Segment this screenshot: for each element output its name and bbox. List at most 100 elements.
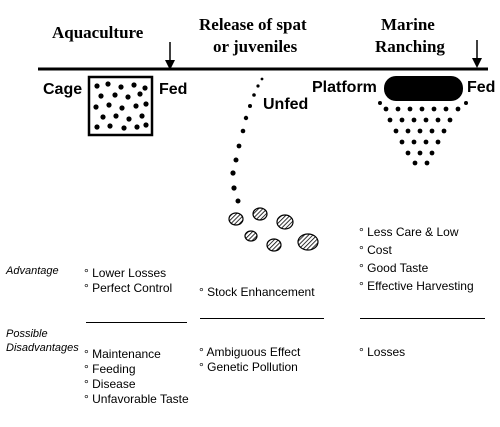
list-item: ° Less Care & Low	[359, 225, 459, 239]
cage-fish-dot	[142, 85, 148, 91]
feed-arrow-left	[165, 42, 175, 70]
ranching-fish-dot	[435, 139, 441, 145]
cage-fish-dot	[105, 81, 111, 87]
ranching-fish-dot	[441, 128, 447, 134]
list-item: ° Cost	[359, 243, 392, 257]
cage-fish-dot	[134, 124, 140, 130]
ranching-fish-dot	[387, 117, 393, 123]
list-item: ° Losses	[359, 345, 406, 359]
header-release-line2: or juveniles	[213, 37, 298, 56]
row-label-disadvantage-1: Possible	[6, 328, 48, 340]
cage-fish-dot	[93, 104, 99, 110]
cage-fish-dot	[98, 93, 104, 99]
release-dot	[252, 93, 256, 97]
cage-fish-dot	[137, 91, 143, 97]
release-trail-group	[228, 77, 319, 252]
juvenile-fish	[228, 212, 244, 226]
separator-marine	[360, 318, 485, 319]
ranching-fish-dot	[435, 117, 441, 123]
label-platform: Platform	[312, 79, 377, 96]
separator-aquaculture	[86, 322, 187, 323]
header-marine-line1: Marine	[381, 15, 435, 34]
release-dot	[243, 115, 249, 121]
cage-fish-dot	[94, 83, 100, 89]
aquaculture-advantages: ° Lower Losses ° Perfect Control	[84, 266, 172, 296]
release-dot	[240, 128, 246, 134]
ranching-fish-dot	[419, 106, 425, 112]
cage-fish-dot	[100, 114, 106, 120]
cage-fish-dot	[119, 105, 125, 111]
ranching-fish-dot	[383, 106, 389, 112]
cage-fish-dot	[106, 102, 112, 108]
list-item: ° Disease	[84, 377, 136, 391]
ranching-fish-dot	[393, 128, 399, 134]
row-label-advantage: Advantage	[6, 265, 59, 277]
ranching-fish-group	[378, 101, 468, 166]
juvenile-fish	[276, 214, 294, 230]
cage-fish-dot	[126, 116, 132, 122]
ranching-fish-dot	[447, 117, 453, 123]
ranching-fish-dot	[423, 139, 429, 145]
ranching-fish-dot	[417, 150, 423, 156]
release-disadvantages: ° Ambiguous Effect ° Genetic Pollution	[199, 345, 300, 375]
cage-fish-dot	[107, 123, 113, 129]
ranching-fish-dot	[407, 106, 413, 112]
release-dot	[233, 157, 239, 163]
cage-fish-dot	[133, 103, 139, 109]
ranching-fish-dot	[464, 101, 468, 105]
ranching-fish-dot	[429, 150, 435, 156]
cage-fish-dot	[94, 124, 100, 130]
cage-fish-dot	[121, 125, 127, 131]
header-release-line1: Release of spat	[199, 15, 307, 34]
cage-fish-dot	[112, 92, 118, 98]
list-item: ° Ambiguous Effect	[199, 345, 301, 359]
platform-shape	[384, 76, 463, 101]
cage-fish-dot	[143, 101, 149, 107]
ranching-fish-dot	[429, 128, 435, 134]
ranching-fish-dot	[443, 106, 449, 112]
ranching-fish-dot	[417, 128, 423, 134]
aquaculture-disadvantages: ° Maintenance ° Feeding ° Disease ° Unfa…	[84, 347, 189, 407]
release-dot	[236, 143, 242, 149]
release-dot	[230, 170, 236, 176]
list-item: ° Stock Enhancement	[199, 285, 315, 299]
row-label-disadvantage-2: Disadvantages	[6, 342, 79, 354]
ranching-fish-dot	[423, 117, 429, 123]
label-unfed: Unfed	[263, 96, 309, 113]
release-advantages: ° Stock Enhancement	[199, 285, 315, 300]
juvenile-fish	[252, 207, 268, 221]
cage-fish-dot	[118, 84, 124, 90]
release-dot	[231, 185, 237, 191]
juvenile-fish	[244, 230, 258, 242]
list-item: ° Feeding	[84, 362, 136, 376]
ranching-fish-dot	[411, 117, 417, 123]
list-item: ° Perfect Control	[84, 281, 173, 295]
feed-arrow-right	[472, 40, 482, 68]
marine-advantages: ° Less Care & Low ° Cost ° Good Taste ° …	[359, 223, 474, 295]
ranching-fish-dot	[399, 139, 405, 145]
ranching-fish-dot	[431, 106, 437, 112]
ranching-fish-dot	[395, 106, 401, 112]
ranching-fish-dot	[412, 160, 418, 166]
list-item: ° Effective Harvesting	[359, 279, 474, 293]
list-item: ° Maintenance	[84, 347, 161, 361]
header-aquaculture: Aquaculture	[52, 23, 144, 42]
ranching-fish-dot	[455, 106, 461, 112]
cage-fish-dot	[113, 113, 119, 119]
cage-fish-dot	[143, 122, 149, 128]
cage-fish-dot	[139, 113, 145, 119]
ranching-fish-dot	[411, 139, 417, 145]
label-cage: Cage	[43, 81, 83, 98]
release-dot	[235, 198, 241, 204]
label-fed-left: Fed	[159, 81, 188, 98]
ranching-fish-dot	[424, 160, 430, 166]
marine-disadvantages: ° Losses	[359, 345, 405, 360]
list-item: ° Lower Losses	[84, 266, 167, 280]
list-item: ° Good Taste	[359, 261, 429, 275]
ranching-fish-dot	[405, 128, 411, 134]
list-item: ° Unfavorable Taste	[84, 392, 189, 406]
release-dot	[260, 77, 264, 81]
cage-fish-dot	[125, 94, 131, 100]
ranching-fish-dot	[405, 150, 411, 156]
release-dot	[248, 104, 252, 108]
